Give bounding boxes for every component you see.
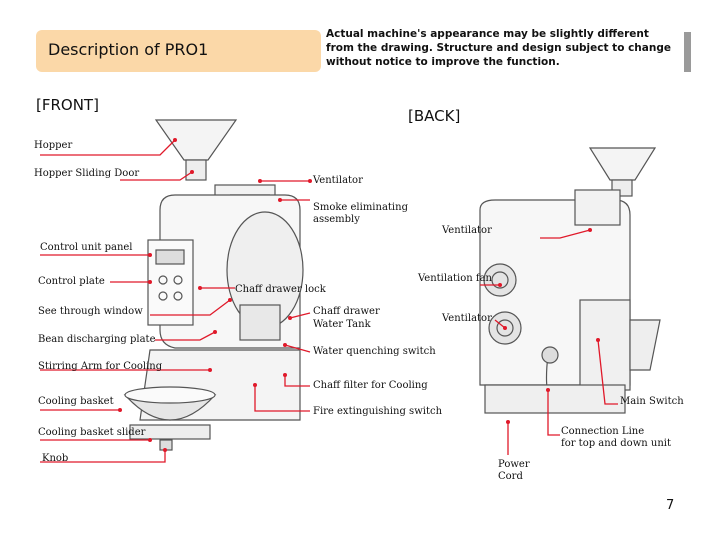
label-knob: Knob [42,453,69,464]
label-chaff-drawer-1: Chaff drawer [313,306,380,317]
label-power-cord-2: Cord [498,471,523,482]
slide-title: Description of PRO1 [48,40,209,59]
label-bean-discharging-plate: Bean discharging plate [38,334,156,345]
leader-lines [40,139,618,463]
label-stirring-arm: Stirring Arm for Cooling [38,361,163,372]
label-smoke-2: assembly [313,214,360,225]
label-chaff-drawer-lock: Chaff drawer lock [235,284,326,295]
label-smoke-1: Smoke eliminating [313,202,408,213]
page-number: 7 [666,498,675,513]
label-hopper: Hopper [34,140,73,151]
label-cooling-basket: Cooling basket [38,396,114,407]
label-control-plate: Control plate [38,276,105,287]
scroll-bar[interactable] [684,32,691,72]
label-ventilator-back: Ventilator [442,225,492,236]
notice-text: Actual machine's appearance may be sligh… [326,28,671,68]
label-fire-extinguishing-switch: Fire extinguishing switch [313,406,443,417]
title-box: Description of PRO1 [36,30,321,72]
back-heading: [BACK] [408,107,461,125]
label-control-unit-panel: Control unit panel [40,242,133,253]
label-main-switch: Main Switch [620,396,684,407]
label-power-cord-1: Power [498,459,530,470]
label-chaff-drawer-2: Water Tank [313,319,371,330]
label-water-quenching-switch: Water quenching switch [313,346,436,357]
label-see-through-window: See through window [38,306,143,317]
label-ventilator-lower: Ventilator [442,313,492,324]
label-ventilator-top: Ventilator [313,175,363,186]
label-connection-2: for top and down unit [561,438,671,449]
label-hopper-sliding-door: Hopper Sliding Door [34,168,140,179]
label-ventilation-fan: Ventilation fan [418,273,492,284]
label-chaff-filter: Chaff filter for Cooling [313,380,428,391]
label-connection-1: Connection Line [561,426,645,437]
label-cooling-basket-slider: Cooling basket slider [38,427,146,438]
front-machine-illustration [123,119,304,451]
leader-dots [118,138,600,452]
front-heading: [FRONT] [36,96,99,114]
back-machine-illustration [479,147,661,414]
